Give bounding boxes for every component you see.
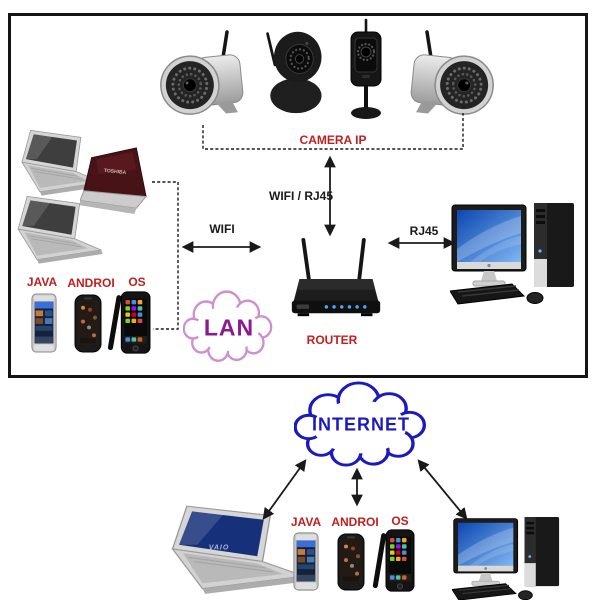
vaio-brand-label: VAIO (208, 544, 230, 552)
internet-cloud-label: INTERNET (312, 414, 410, 435)
phone-android-image-internet (335, 533, 367, 591)
phone-java-label-internet: JAVA (290, 515, 322, 529)
phone-os-label-lan: OS (128, 275, 146, 289)
phone-java-label-lan: JAVA (26, 275, 58, 289)
phone-ios-image-internet (370, 528, 416, 595)
desktop-pc-image-lan (450, 203, 582, 305)
router-image (288, 236, 384, 324)
ip-camera-mini-image (344, 18, 388, 126)
phone-java-image-internet (292, 531, 320, 592)
desktop-pc-image-internet (452, 517, 566, 600)
laptop-front-image (14, 194, 106, 266)
phone-android-image-lan (72, 294, 104, 353)
ip-camera-bullet-right-image (408, 28, 498, 128)
camera-ip-group-label: CAMERA IP (299, 133, 367, 147)
phone-android-label-internet: ANDROI (331, 515, 379, 529)
ip-camera-bullet-left-image (156, 28, 246, 128)
wifi-link-label: WIFI (209, 222, 235, 236)
ip-camera-pantilt-image (263, 26, 327, 118)
wifi-rj45-link-label: WIFI / RJ45 (268, 189, 334, 203)
phone-android-label-lan: ANDROI (67, 276, 115, 290)
lan-cloud-label: LAN (203, 314, 255, 341)
internet-desktop-arrow (417, 459, 468, 520)
rj45-link-label: RJ45 (409, 224, 439, 238)
phone-ios-image-lan (105, 290, 152, 357)
phone-os-label-internet: OS (391, 514, 409, 528)
router-label: ROUTER (306, 333, 358, 347)
phone-java-image-lan (30, 292, 58, 354)
